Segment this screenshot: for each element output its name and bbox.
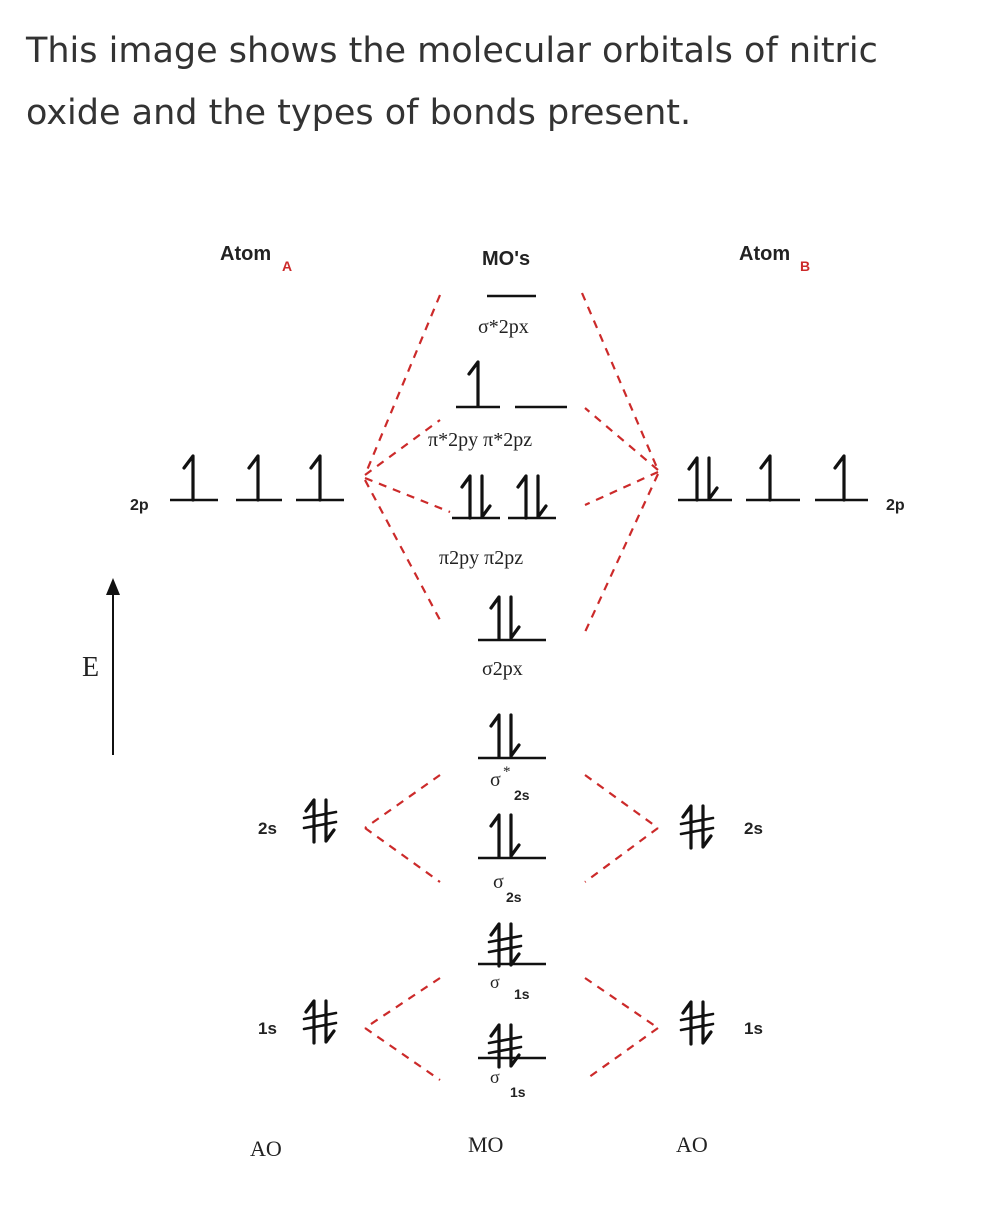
atom-a-header: Atom [220, 243, 271, 265]
mo-sigma-star-2s: σ * 2s [478, 713, 546, 803]
atom-b-2p: 2p [678, 454, 905, 514]
atom-a-1s: 1s [258, 999, 338, 1045]
electron-pair-icon [302, 999, 338, 1045]
sigma-star-2s-superscript: * [503, 764, 511, 780]
mo-sigma-star-2px: σ*2px [478, 294, 536, 338]
atom-a-2s-label: 2s [258, 819, 277, 838]
electron-pair-icon [489, 713, 521, 759]
sigma-star-2px-label: σ*2px [478, 316, 529, 338]
electron-pair-icon [302, 798, 338, 844]
energy-axis: E [82, 578, 120, 755]
atom-a-2p: 2p [130, 454, 344, 514]
atom-b-1s: 1s [679, 1000, 763, 1046]
electron-up-icon [759, 454, 772, 502]
sigma-star-1s-label: σ [490, 972, 500, 992]
electron-up-icon [247, 454, 260, 502]
atom-a-subscript: A [282, 258, 292, 274]
sigma-2px-label: σ2px [482, 658, 523, 680]
electron-up-icon [833, 454, 846, 502]
atom-a-2s: 2s [258, 798, 338, 844]
electron-pair-icon [489, 813, 521, 859]
atom-b-2p-label: 2p [886, 497, 905, 514]
electron-pair-icon [487, 922, 523, 968]
atom-a-2p-label: 2p [130, 497, 149, 514]
electron-up-icon [467, 360, 480, 408]
mo-sigma-star-1s: σ 1s [478, 922, 546, 1002]
energy-axis-label: E [82, 652, 99, 683]
electron-pair-icon [516, 474, 548, 520]
pi-label: π2py π2pz [439, 547, 523, 569]
caption: This image shows the molecular orbitals … [26, 31, 878, 133]
pi-star-label: π*2py π*2pz [428, 429, 532, 451]
correlation-lines [363, 292, 660, 1081]
mo-sigma-1s: σ 1s [478, 1023, 546, 1100]
electron-pair-icon [679, 804, 715, 850]
sigma-star-1s-subscript: 1s [514, 986, 530, 1002]
electron-pair-icon [460, 474, 492, 520]
mos-header: MO's [482, 248, 530, 270]
electron-pair-icon [489, 595, 521, 641]
electron-up-icon [309, 454, 322, 502]
footer-mo: MO [468, 1132, 503, 1157]
electron-pair-icon [687, 456, 719, 502]
sigma-star-2s-subscript: 2s [514, 787, 530, 803]
electron-pair-icon [487, 1023, 523, 1069]
mo-pi: π2py π2pz [439, 474, 556, 569]
footer-ao-right: AO [676, 1132, 708, 1157]
sigma-1s-label: σ [490, 1067, 500, 1087]
electron-pair-icon [679, 1000, 715, 1046]
mo-sigma-2px: σ2px [478, 595, 546, 680]
atom-b-1s-label: 1s [744, 1019, 763, 1038]
atom-b-2s: 2s [679, 804, 763, 850]
atom-b-header: Atom [739, 243, 790, 265]
arrow-up-icon [106, 578, 120, 595]
sigma-star-2s-label: σ [490, 769, 501, 791]
electron-up-icon [182, 454, 195, 502]
mo-sigma-2s: σ 2s [478, 813, 546, 905]
atom-b-2s-label: 2s [744, 819, 763, 838]
atom-b-subscript: B [800, 258, 810, 274]
sigma-1s-subscript: 1s [510, 1084, 526, 1100]
sigma-2s-subscript: 2s [506, 889, 522, 905]
mo-pi-star: π*2py π*2pz [428, 360, 567, 451]
footer-ao-left: AO [250, 1136, 282, 1161]
sigma-2s-label: σ [493, 871, 504, 893]
atom-a-1s-label: 1s [258, 1019, 277, 1038]
